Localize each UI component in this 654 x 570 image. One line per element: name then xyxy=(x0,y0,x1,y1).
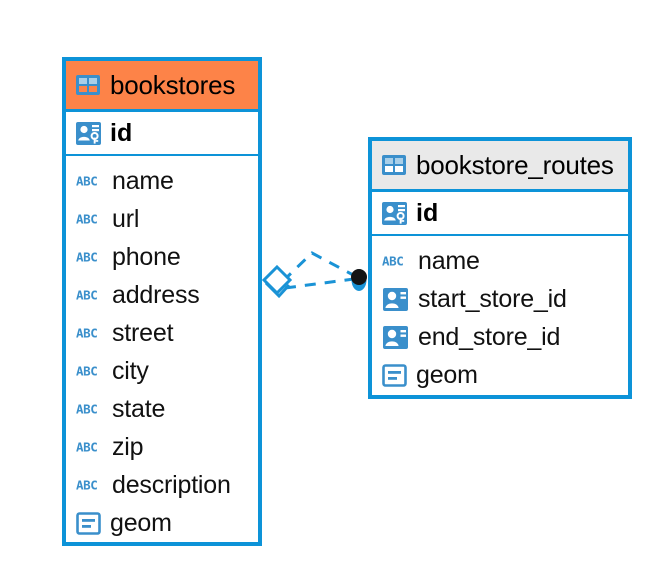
svg-text:ABC: ABC xyxy=(76,326,97,340)
field-label: geom xyxy=(416,360,478,389)
abc-text-type-icon: ABC xyxy=(76,402,98,416)
svg-text:ABC: ABC xyxy=(382,254,403,268)
field-row[interactable]: ABC url xyxy=(66,200,258,238)
svg-text:ABC: ABC xyxy=(76,402,97,416)
field-label: start_store_id xyxy=(418,284,567,313)
field-row[interactable]: ABC description xyxy=(66,466,258,504)
svg-text:ABC: ABC xyxy=(76,440,97,454)
abc-text-type-icon: ABC xyxy=(76,364,98,378)
foreign-key-card-icon xyxy=(383,287,408,311)
entity-title: bookstores xyxy=(110,70,236,100)
geometry-type-icon xyxy=(76,511,101,535)
filled-dot-marker xyxy=(351,269,367,291)
primary-key-row[interactable]: id xyxy=(66,109,258,156)
svg-text:ABC: ABC xyxy=(76,288,97,302)
relationship-line-upper xyxy=(281,251,356,283)
svg-text:ABC: ABC xyxy=(76,174,97,188)
field-label: zip xyxy=(112,432,144,461)
entity-table-bookstore-routes[interactable]: bookstore_routes id ABC name xyxy=(368,137,632,399)
foreign-key-card-icon xyxy=(383,325,408,349)
field-row[interactable]: ABC address xyxy=(66,276,258,314)
field-row[interactable]: ABC phone xyxy=(66,238,258,276)
field-row[interactable]: ABC city xyxy=(66,352,258,390)
field-row[interactable]: ABC state xyxy=(66,390,258,428)
svg-text:ABC: ABC xyxy=(76,478,97,492)
field-label: description xyxy=(112,470,231,499)
field-row[interactable]: geom xyxy=(372,356,628,394)
field-label: city xyxy=(112,356,149,385)
abc-text-type-icon: ABC xyxy=(76,174,98,188)
abc-text-type-icon: ABC xyxy=(76,212,98,226)
primary-key-label: id xyxy=(416,198,439,227)
svg-text:ABC: ABC xyxy=(76,212,97,226)
field-label: url xyxy=(112,204,140,233)
entity-header[interactable]: bookstores xyxy=(66,61,258,109)
field-row[interactable]: end_store_id xyxy=(372,318,628,356)
field-label: state xyxy=(112,394,166,423)
table-grid-icon xyxy=(76,75,100,95)
field-label: end_store_id xyxy=(418,322,561,351)
primary-key-card-icon xyxy=(382,201,407,225)
field-list: ABC name start_store_id xyxy=(372,236,628,398)
svg-text:ABC: ABC xyxy=(76,364,97,378)
relationship-line-lower xyxy=(284,277,355,290)
field-label: geom xyxy=(110,508,172,537)
field-label: street xyxy=(112,318,174,347)
field-row[interactable]: ABC name xyxy=(372,242,628,280)
field-label: name xyxy=(418,246,480,275)
abc-text-type-icon: ABC xyxy=(76,250,98,264)
field-label: address xyxy=(112,280,200,309)
geometry-type-icon xyxy=(382,363,407,387)
field-row[interactable]: geom xyxy=(66,504,258,542)
svg-text:ABC: ABC xyxy=(76,250,97,264)
primary-key-card-icon xyxy=(76,121,101,145)
diamond-outline-marker xyxy=(261,264,293,299)
field-row[interactable]: ABC zip xyxy=(66,428,258,466)
primary-key-label: id xyxy=(110,118,133,147)
abc-text-type-icon: ABC xyxy=(76,478,98,492)
field-label: phone xyxy=(112,242,181,271)
abc-text-type-icon: ABC xyxy=(382,254,404,268)
abc-text-type-icon: ABC xyxy=(76,326,98,340)
abc-text-type-icon: ABC xyxy=(76,288,98,302)
entity-header[interactable]: bookstore_routes xyxy=(372,141,628,189)
field-row[interactable]: start_store_id xyxy=(372,280,628,318)
primary-key-row[interactable]: id xyxy=(372,189,628,236)
table-grid-icon xyxy=(382,155,406,175)
abc-text-type-icon: ABC xyxy=(76,440,98,454)
field-list: ABC name ABC url ABC phone ABC xyxy=(66,156,258,546)
field-row[interactable]: ABC name xyxy=(66,162,258,200)
field-label: name xyxy=(112,166,174,195)
entity-table-bookstores[interactable]: bookstores id ABC name xyxy=(62,57,262,546)
field-row[interactable]: ABC street xyxy=(66,314,258,352)
entity-title: bookstore_routes xyxy=(416,150,614,180)
